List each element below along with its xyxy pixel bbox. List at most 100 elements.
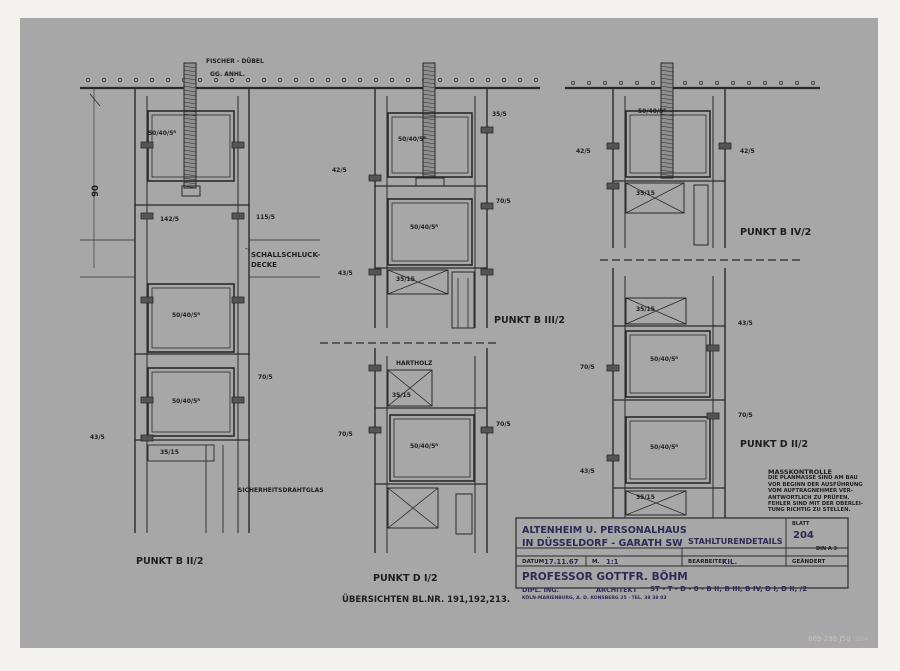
anchor-clip xyxy=(231,296,245,304)
concrete-aggregate xyxy=(454,78,458,82)
dowel-thread xyxy=(183,81,197,85)
dowel-thread xyxy=(422,73,436,77)
drawing-sheet: FISCHER - DÜBEL GG. ANHL. 90 SCHALLSCHLU… xyxy=(20,18,878,648)
dowel-thread xyxy=(183,129,197,133)
concrete-aggregate xyxy=(683,81,687,85)
dowel-thread xyxy=(183,97,197,101)
uebersichten-label: ÜBERSICHTEN BL.NR. 191,192,213. xyxy=(342,595,511,605)
steel-profile-50-50 xyxy=(625,110,711,178)
din-format: DIN A 3 xyxy=(816,546,838,552)
steel-profile-50-40 xyxy=(625,416,711,484)
steel-profile-inner xyxy=(151,287,231,349)
anchor-clip xyxy=(480,426,494,434)
blatt-label: BLATT xyxy=(792,521,810,527)
dowel-thread xyxy=(660,101,674,105)
punkt-d2-label: PUNKT D II/2 xyxy=(740,439,809,450)
dowel-bolt xyxy=(183,62,197,189)
anchor-clip xyxy=(231,212,245,220)
concrete-aggregate xyxy=(587,81,591,85)
sheet-mark: 204 xyxy=(855,635,869,643)
punkt-b2-label: PUNKT B II/2 xyxy=(136,556,204,567)
concrete-aggregate xyxy=(150,78,154,82)
concrete-aggregate xyxy=(811,81,815,85)
dowel-thread xyxy=(660,117,674,121)
massstab-label: M. xyxy=(592,559,600,565)
dowel-thread xyxy=(183,125,197,129)
anchor-clip xyxy=(140,141,154,149)
anchor-clip xyxy=(480,202,494,210)
dowel-thread xyxy=(422,105,436,109)
anchor-clip xyxy=(368,174,382,182)
concrete-aggregate xyxy=(571,81,575,85)
concrete-aggregate xyxy=(763,81,767,85)
profile-label-42-5-c2: 42/5 xyxy=(332,167,347,174)
concrete-aggregate xyxy=(635,81,639,85)
concrete-aggregate xyxy=(731,81,735,85)
concrete-aggregate xyxy=(699,81,703,85)
diagonal-brace-panel xyxy=(387,487,439,529)
profile-label-43-5: 43/5 xyxy=(90,434,105,441)
brace-diagonal xyxy=(625,182,685,214)
masskontrolle-line: ANTWORTLICH ZU PRÜFEN. xyxy=(768,494,850,501)
technical-drawing xyxy=(80,62,849,589)
concrete-aggregate xyxy=(795,81,799,85)
concrete-aggregate xyxy=(198,78,202,82)
dowel-thread xyxy=(660,73,674,77)
dowel-thread xyxy=(422,77,436,81)
dowel-thread xyxy=(183,153,197,157)
diagonal-brace-panel xyxy=(625,182,685,214)
anchor-clip xyxy=(480,268,494,276)
concrete-aggregate xyxy=(651,81,655,85)
profile-label-70-5-c3: 70/5 xyxy=(580,364,595,371)
dowel-thread xyxy=(422,113,436,117)
dowel-thread xyxy=(183,169,197,173)
concrete-aggregate xyxy=(358,78,362,82)
dowel-thread xyxy=(183,73,197,77)
concrete-aggregate xyxy=(406,78,410,82)
dowel-thread xyxy=(660,81,674,85)
architect-role: ARCHITEKT xyxy=(596,586,638,594)
steel-profile-50-40 xyxy=(625,330,711,398)
brace-diagonal xyxy=(625,490,687,516)
drawing-subject: STAHLTURENDETAILS xyxy=(688,537,783,546)
dowel-thread xyxy=(183,173,197,177)
dowel-thread xyxy=(660,157,674,161)
diagonal-brace-panel xyxy=(625,490,687,516)
dowel-thread xyxy=(422,157,436,161)
concrete-aggregate xyxy=(342,78,346,82)
dowel-thread xyxy=(422,81,436,85)
dowel-thread xyxy=(660,69,674,73)
brace-diagonal xyxy=(625,297,687,325)
glazing-bead xyxy=(693,184,709,246)
dowel-thread xyxy=(660,169,674,173)
profile-label-70-5-c2: 70/5 xyxy=(496,198,511,205)
dowel-bolt xyxy=(660,62,674,179)
anchor-clip xyxy=(480,126,494,134)
punkt-b3-label: PUNKT B III/2 xyxy=(494,315,566,326)
dowel-thread xyxy=(660,85,674,89)
steel-profile-50-50 xyxy=(387,112,473,178)
anhl-label: GG. ANHL. xyxy=(210,71,246,78)
masskontrolle-line: TUNG RICHTIG ZU STELLEN. xyxy=(768,507,851,514)
datum-value: 17.11.67 xyxy=(544,558,579,566)
steel-profile-50-40 xyxy=(389,414,475,482)
brace-diagonal xyxy=(387,369,433,407)
anchor-clip xyxy=(606,364,620,372)
dowel-thread xyxy=(660,93,674,97)
dowel-thread xyxy=(660,133,674,137)
profile-label-50-40-c3: 50/40/5ᴿ xyxy=(650,356,679,363)
dowel-thread xyxy=(660,129,674,133)
profile-label-70-5-c2c: 70/5 xyxy=(496,421,511,428)
profile-label-42-5-c3b: 42/5 xyxy=(740,148,755,155)
dowel-thread xyxy=(183,177,197,181)
geaendert-label: GEÄNDERT xyxy=(792,559,826,565)
hartholz-insert xyxy=(451,271,475,329)
dowel-thread xyxy=(422,97,436,101)
profile-label-43-5-c2: 43/5 xyxy=(338,270,353,277)
anchor-clip xyxy=(368,426,382,434)
steel-profile-inner xyxy=(629,334,707,394)
punkt-d1-label: PUNKT D I/2 xyxy=(373,573,438,584)
masskontrolle-line: VOM AUFTRAGNEHMER VER- xyxy=(768,488,853,495)
leader-line xyxy=(244,247,251,251)
profile-label-43-5-c3: 43/5 xyxy=(738,320,753,327)
